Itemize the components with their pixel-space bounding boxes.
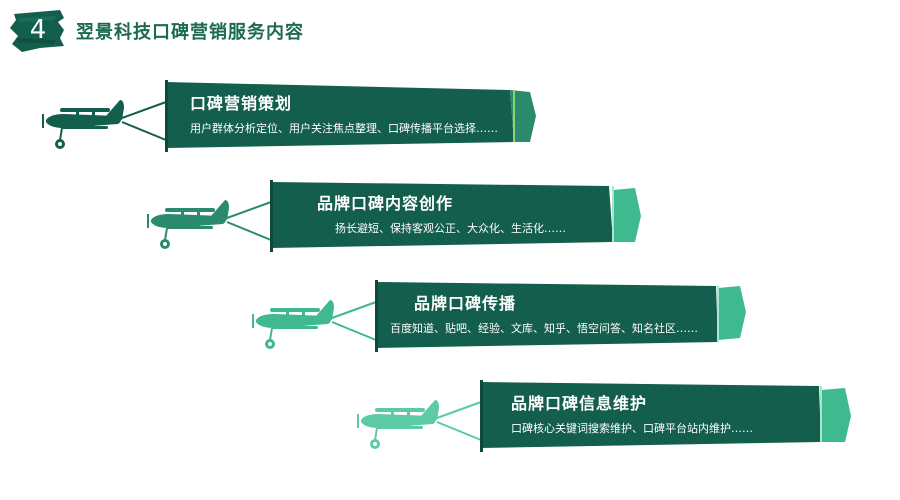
section-badge: 4 bbox=[10, 8, 66, 52]
biplane-icon bbox=[252, 300, 334, 349]
service-title: 口碑营销策划 bbox=[190, 94, 293, 113]
plane-banner-graphic bbox=[42, 80, 536, 152]
plane-banner-graphic bbox=[147, 180, 641, 252]
plane-banner-graphic bbox=[252, 280, 746, 352]
service-item: 品牌口碑传播 百度知道、贴吧、经验、文库、知乎、悟空问答、知名社区…… bbox=[250, 278, 750, 358]
service-item: 品牌口碑内容创作 扬长避短、保持客观公正、大众化、生活化…… bbox=[145, 178, 645, 258]
page-title: 翌景科技口碑营销服务内容 bbox=[76, 22, 304, 43]
plane-banner-graphic bbox=[357, 380, 851, 452]
banner-flag-icon bbox=[481, 382, 821, 448]
brush-badge-icon bbox=[10, 10, 64, 52]
biplane-icon bbox=[42, 100, 124, 149]
service-item: 口碑营销策划 用户群体分析定位、用户关注焦点整理、口碑传播平台选择…… bbox=[40, 78, 540, 158]
biplane-icon bbox=[357, 400, 439, 449]
biplane-icon bbox=[147, 200, 229, 249]
service-desc: 百度知道、贴吧、经验、文库、知乎、悟空问答、知名社区…… bbox=[390, 322, 698, 335]
service-title: 品牌口碑信息维护 bbox=[511, 394, 648, 413]
service-desc: 用户群体分析定位、用户关注焦点整理、口碑传播平台选择…… bbox=[190, 122, 498, 135]
banner-flag-icon bbox=[166, 82, 514, 148]
service-item: 品牌口碑信息维护 口碑核心关键词搜索维护、口碑平台站内维护…… bbox=[355, 378, 855, 458]
service-title: 品牌口碑传播 bbox=[414, 294, 517, 313]
service-title: 品牌口碑内容创作 bbox=[317, 194, 454, 213]
service-desc: 扬长避短、保持客观公正、大众化、生活化…… bbox=[335, 222, 566, 235]
banner-flag-icon bbox=[271, 182, 613, 248]
header: 4 翌景科技口碑营销服务内容 bbox=[0, 0, 900, 60]
section-number: 4 bbox=[29, 15, 47, 45]
banner-flag-icon bbox=[376, 282, 718, 348]
service-desc: 口碑核心关键词搜索维护、口碑平台站内维护…… bbox=[511, 422, 753, 435]
